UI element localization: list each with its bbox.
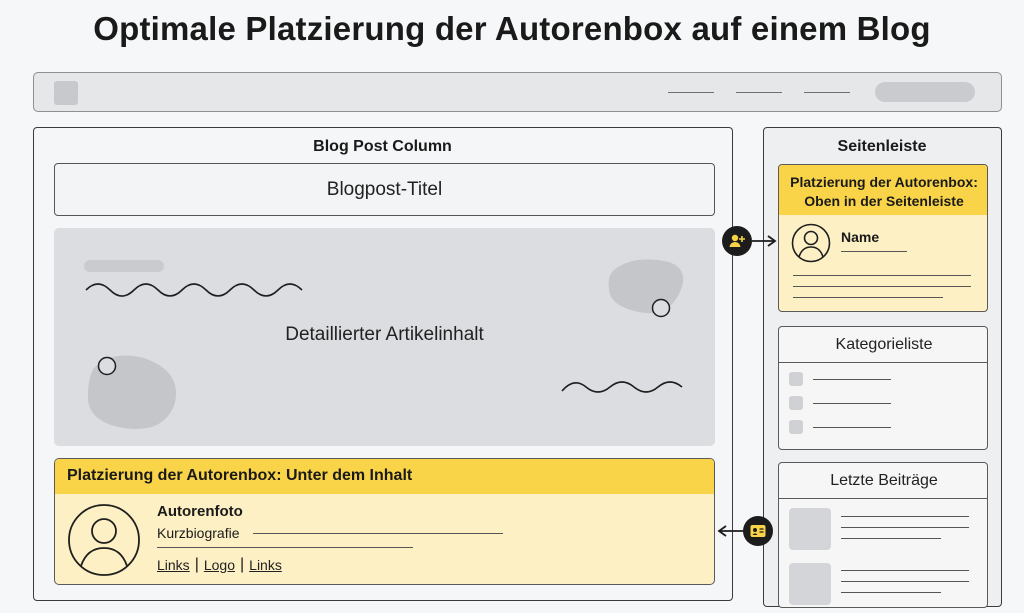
bio-line [793, 275, 971, 276]
authorbox-sidebar-heading: Platzierung der Autorenbox: Oben in der … [779, 165, 987, 215]
article-content-area: Detaillierter Artikelinhalt [54, 228, 715, 446]
author-link[interactable]: Links [157, 557, 190, 573]
author-photo-label: Autorenfoto [157, 503, 243, 520]
link-separator: | [240, 556, 245, 573]
category-bullet [789, 420, 803, 434]
bio-line [157, 547, 413, 548]
avatar-icon [67, 503, 141, 577]
post-thumbnail[interactable] [789, 563, 831, 605]
nav-link-placeholder[interactable] [804, 92, 850, 93]
recent-posts-widget: Letzte Beiträge [778, 462, 988, 608]
page-title: Optimale Platzierung der Autorenbox auf … [93, 10, 931, 47]
category-widget-heading: Kategorieliste [779, 327, 987, 363]
contact-card-icon [743, 516, 773, 546]
category-item[interactable] [813, 427, 891, 428]
authorbox-bottom-heading: Platzierung der Autorenbox: Unter dem In… [55, 459, 714, 494]
author-name-label: Name [841, 229, 880, 245]
avatar-icon [791, 223, 831, 263]
authorbox-sidebar-heading-line2: Oben in der Seitenleiste [804, 193, 964, 209]
sidebar-heading: Seitenleiste [837, 138, 927, 155]
nav-link-placeholder[interactable] [736, 92, 782, 93]
category-item[interactable] [813, 403, 891, 404]
post-thumbnail[interactable] [789, 508, 831, 550]
bio-line [793, 297, 943, 298]
authorbox-below-content: Platzierung der Autorenbox: Unter dem In… [54, 458, 715, 585]
bio-line [253, 533, 503, 534]
post-title-text: Blogpost-Titel [326, 178, 443, 200]
author-bio-label: Kurzbiografie [157, 525, 240, 541]
author-link[interactable]: Links [249, 557, 282, 573]
user-plus-icon [722, 226, 752, 256]
category-bullet [789, 396, 803, 410]
nav-link-placeholder[interactable] [668, 92, 714, 93]
category-bullet [789, 372, 803, 386]
search-bar-placeholder[interactable] [875, 82, 975, 102]
header-bar [33, 72, 1002, 112]
article-content-label: Detaillierter Artikelinhalt [285, 324, 484, 345]
author-logo-link[interactable]: Logo [203, 557, 235, 573]
link-separator: | [194, 556, 199, 573]
post-excerpt-line [841, 538, 941, 539]
category-widget: Kategorieliste [778, 326, 988, 450]
sidebar: Seitenleiste Platzierung der Autorenbox:… [763, 127, 1002, 608]
post-title-line[interactable] [841, 570, 969, 571]
post-title-box: Blogpost-Titel [54, 163, 715, 216]
column-heading: Blog Post Column [313, 138, 452, 155]
recent-posts-heading: Letzte Beiträge [779, 463, 987, 499]
authorbox-sidebar-top: Platzierung der Autorenbox: Oben in der … [778, 164, 988, 312]
blog-post-column: Blog Post Column Blogpost-Titel Detailli… [33, 127, 733, 601]
article-decoration [84, 259, 684, 430]
bottom-placement-arrow [716, 516, 774, 546]
bio-line [793, 286, 971, 287]
category-item[interactable] [813, 379, 891, 380]
post-excerpt-line [841, 581, 969, 582]
author-links-row: Links | Logo | Links [157, 556, 282, 574]
post-title-line[interactable] [841, 516, 969, 517]
post-excerpt-line [841, 592, 941, 593]
post-excerpt-line [841, 527, 969, 528]
site-logo[interactable] [54, 81, 78, 105]
sidebar-placement-arrow [722, 226, 778, 256]
name-underline [841, 251, 907, 252]
authorbox-sidebar-heading-line1: Platzierung der Autorenbox: [790, 174, 978, 190]
